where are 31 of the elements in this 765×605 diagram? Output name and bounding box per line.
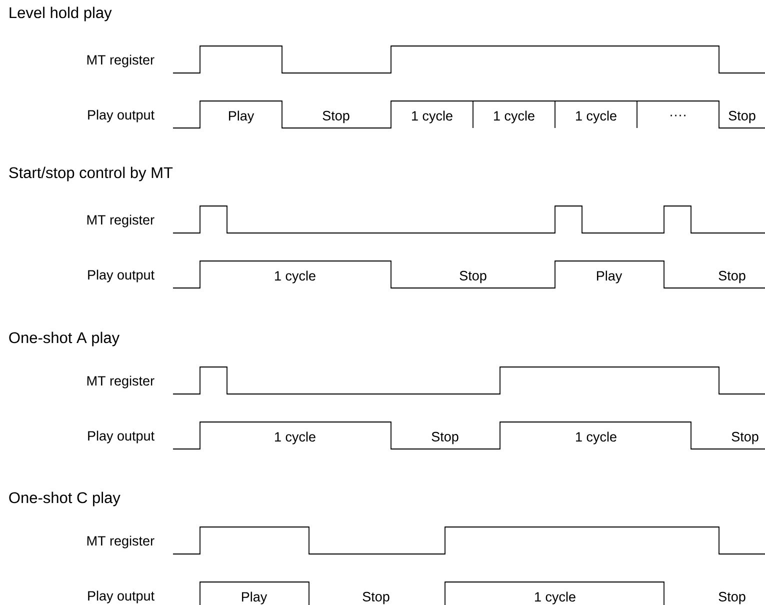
signal-name: MT register [87, 376, 154, 388]
segment-label: Stop [732, 432, 758, 444]
heading: One-shot C play [9, 492, 120, 506]
segment-label: Stop [362, 592, 390, 604]
signal-name: Play output [88, 590, 154, 604]
segment-label: Play [597, 270, 622, 284]
segment-label: Play [242, 592, 268, 604]
signal-name: MT register [87, 54, 154, 68]
signal-name: Play output [88, 110, 154, 122]
segment-label: 1 cycle [535, 592, 576, 604]
heading: Start/stop control by MT [9, 166, 173, 182]
segment-label: 1 cycle [275, 432, 316, 444]
segment-label: Stop [322, 110, 350, 124]
segment-label: Stop [728, 110, 756, 124]
segment-label: Stop [718, 270, 746, 284]
signal-name: MT register [87, 214, 154, 228]
heading: One-shot A play [9, 332, 120, 346]
signal-name: Play output [88, 270, 154, 282]
segment-label: 1 cycle [275, 270, 316, 284]
segment-label: 1 cycle [494, 110, 534, 124]
segment-label: Stop [432, 432, 458, 444]
segment-label: 1 cycle [412, 110, 452, 124]
segment-label: Stop [718, 592, 746, 604]
segment-label: 1 cycle [576, 110, 616, 124]
heading: Level hold play [10, 6, 112, 22]
segment-label: Stop [460, 270, 486, 284]
segment-label: Play [228, 110, 254, 124]
signal-name: Play output [88, 430, 154, 444]
segment-label: 1 cycle [576, 432, 616, 444]
segment-label: ···· [670, 114, 686, 116]
signal-name: MT register [87, 536, 154, 548]
